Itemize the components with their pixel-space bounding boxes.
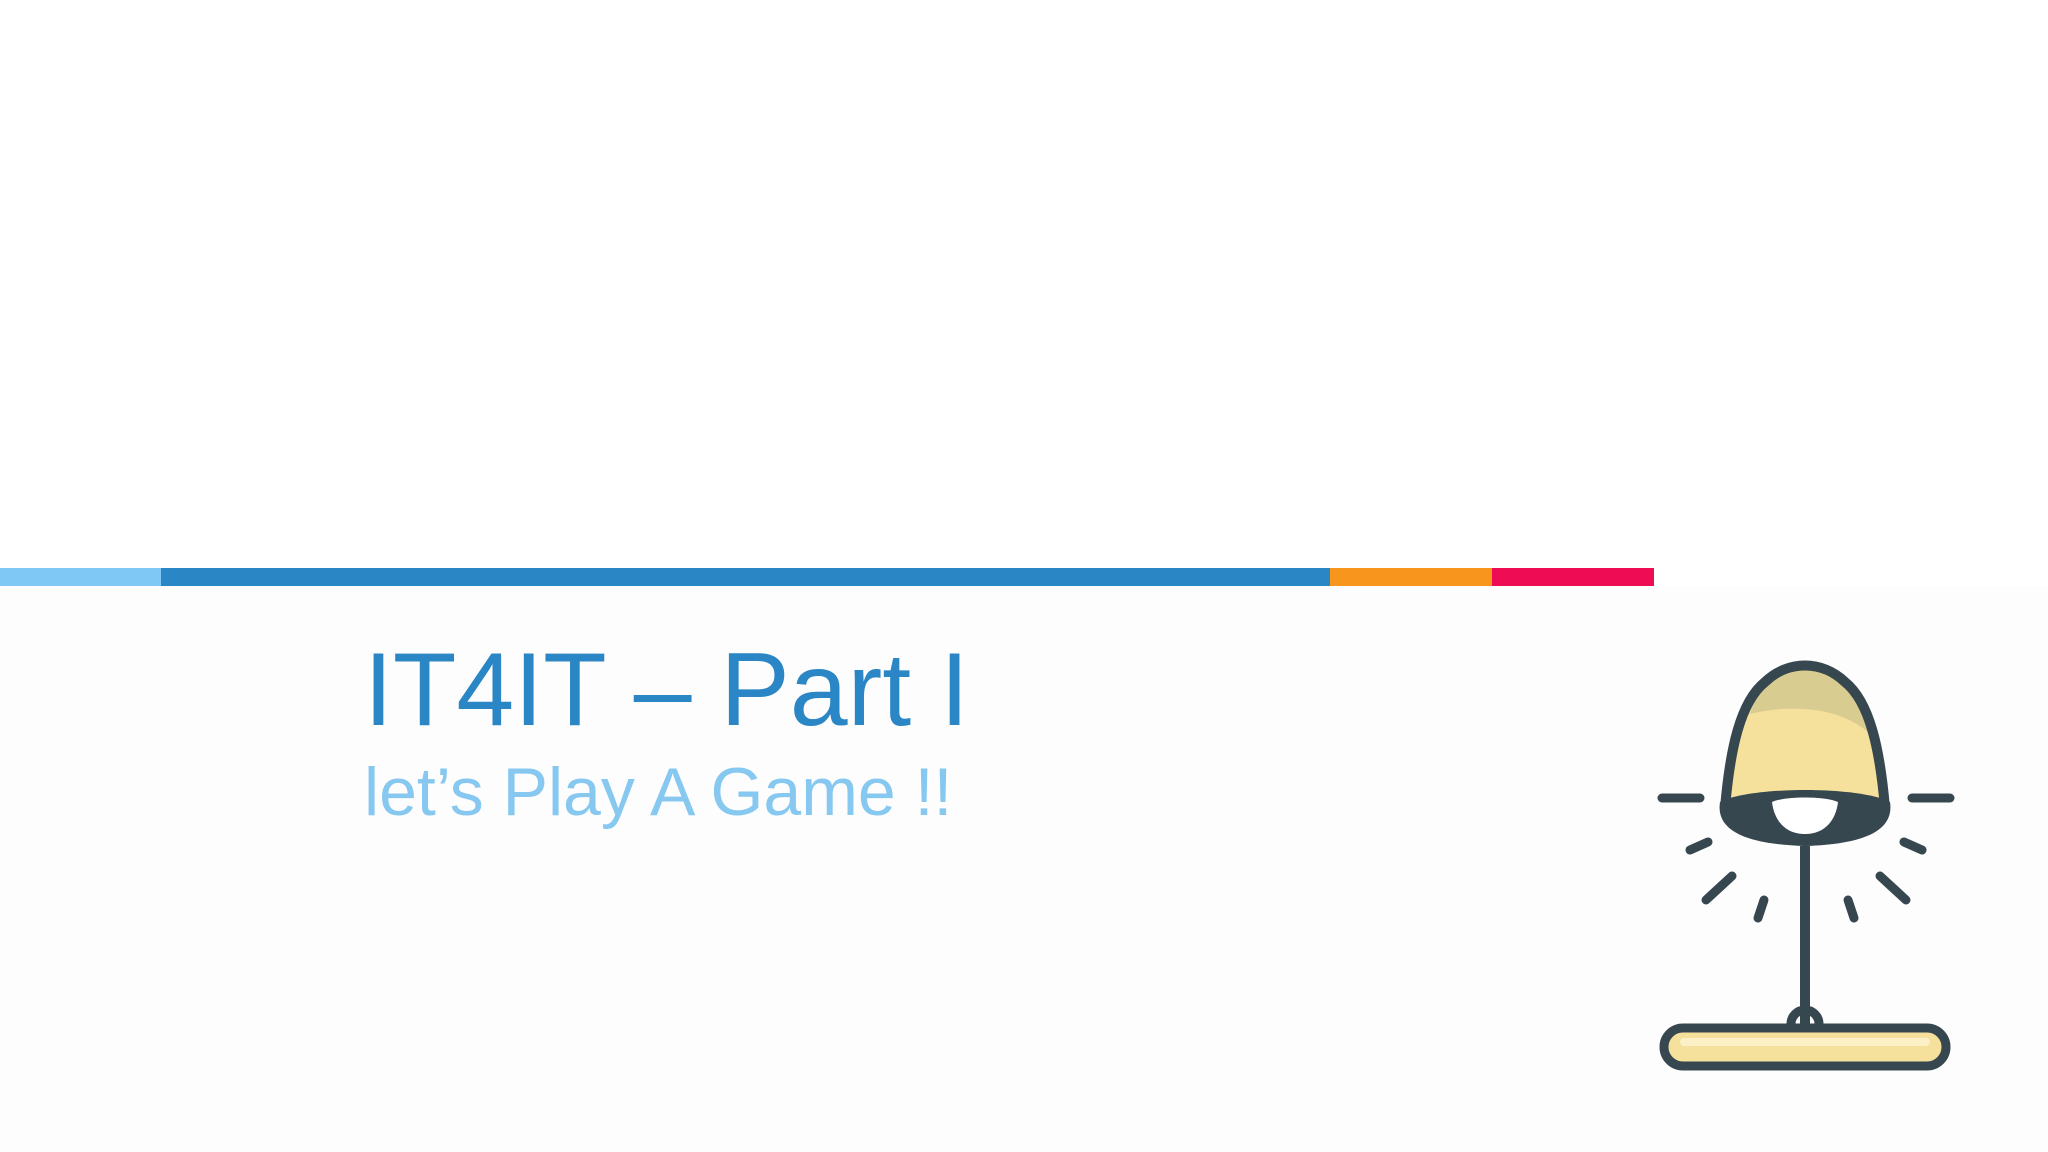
bar-segment-orange xyxy=(1330,568,1492,586)
slide-subtitle[interactable]: let’s Play A Game !! xyxy=(364,754,953,830)
bar-segment-light-blue xyxy=(0,568,161,586)
desk-lamp-icon xyxy=(1657,660,1955,1071)
bar-segment-pink xyxy=(1492,568,1654,586)
lamp-light-rays xyxy=(1657,793,1955,923)
accent-color-bar xyxy=(0,568,1654,586)
bar-segment-blue xyxy=(161,568,1330,586)
slide-title[interactable]: IT4IT – Part I xyxy=(364,632,969,748)
lamp-base xyxy=(1659,1023,1951,1071)
lamp-shade xyxy=(1719,660,1891,846)
